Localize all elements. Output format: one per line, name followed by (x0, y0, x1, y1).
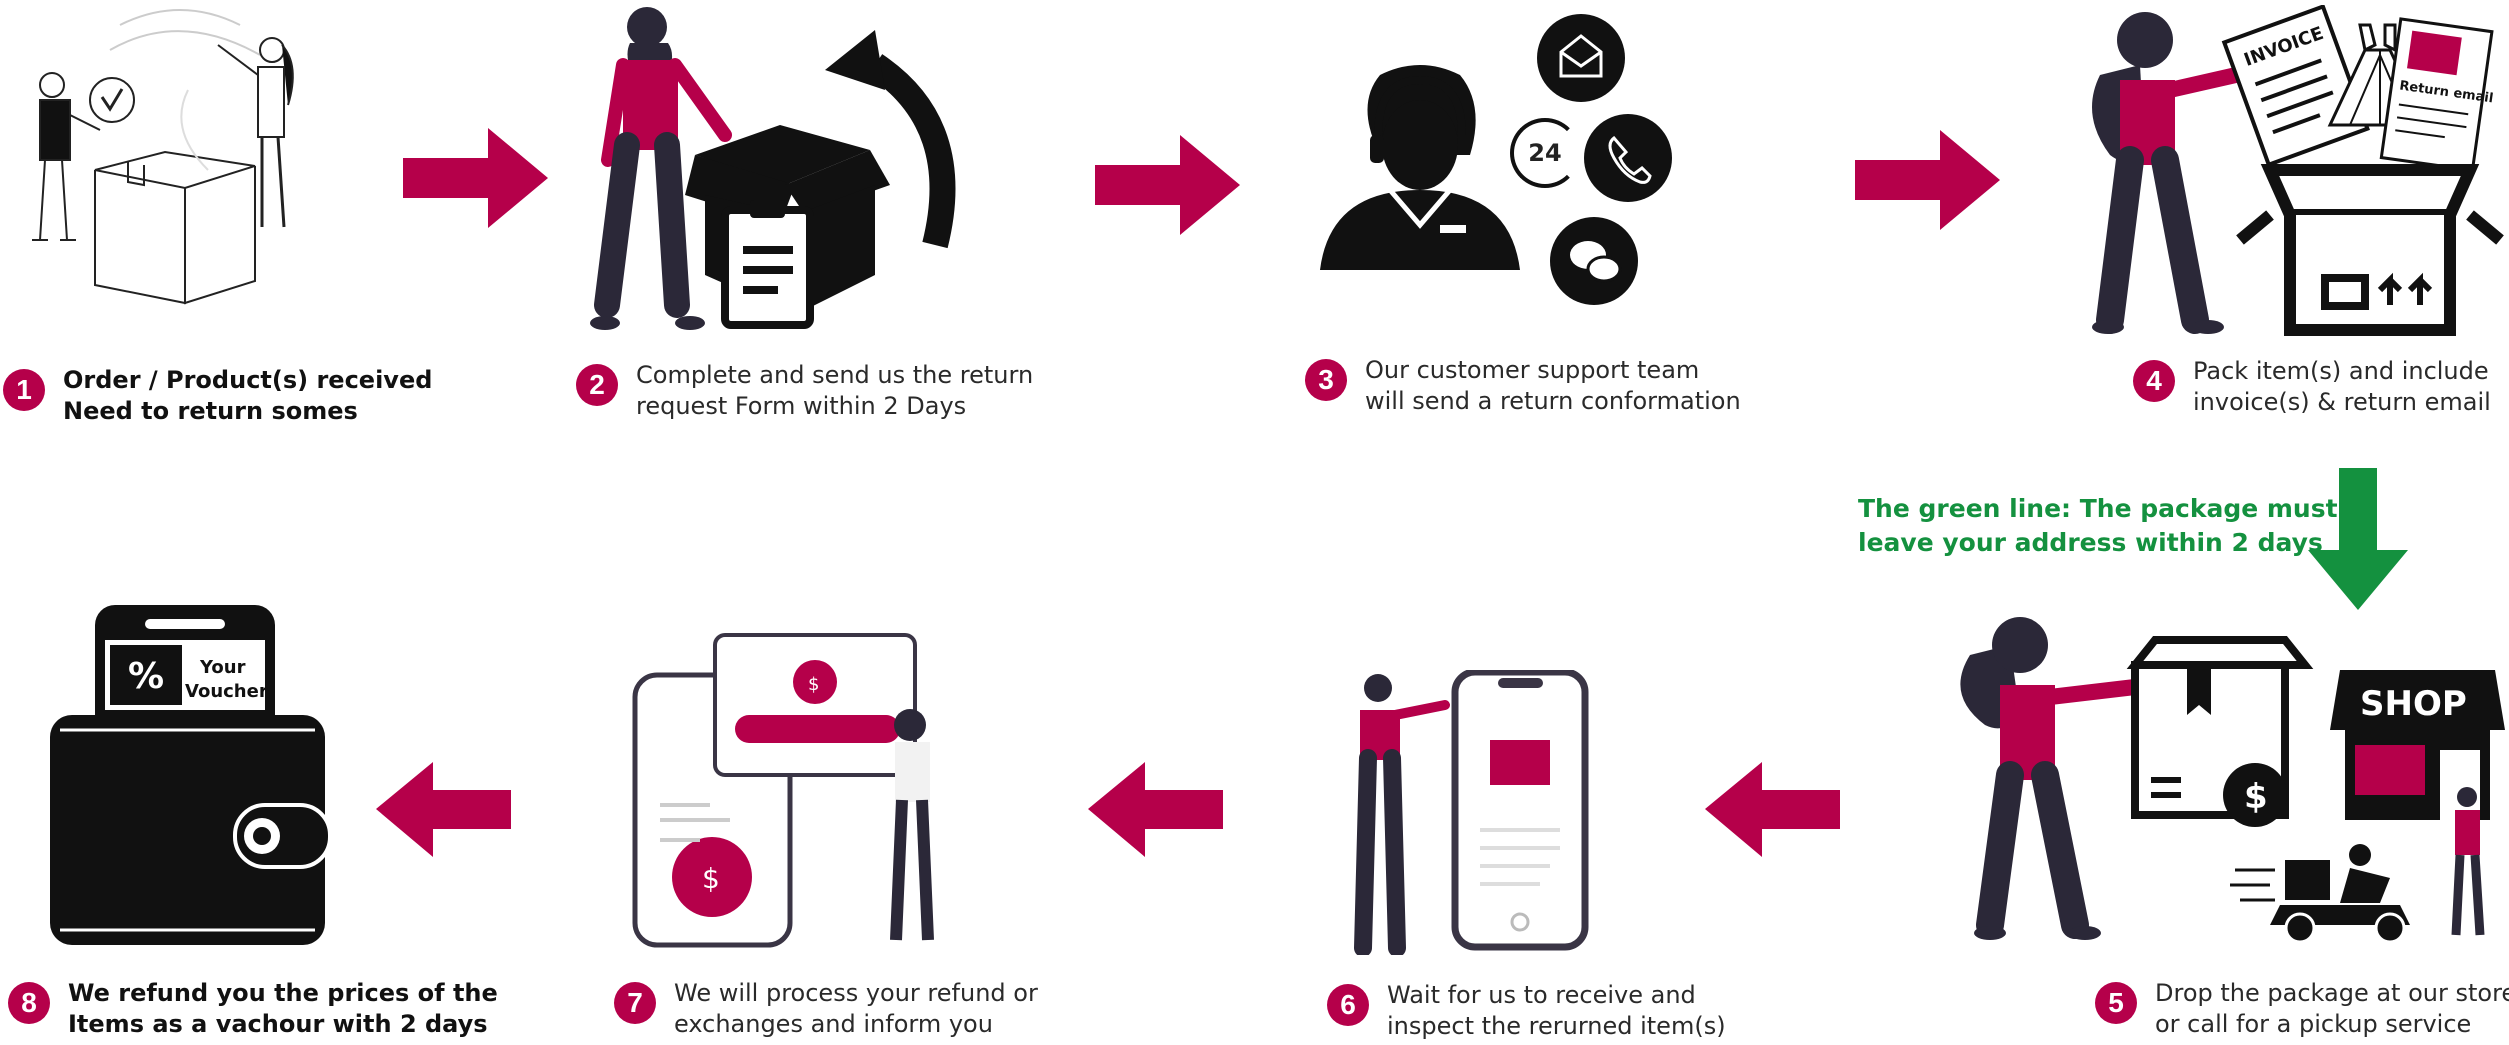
arrow-2-to-3 (1095, 135, 1240, 235)
svg-text:Voucher: Voucher (185, 681, 268, 702)
arrow-5-to-6 (1705, 762, 1840, 857)
arrow-1-to-2 (403, 128, 548, 228)
step-number-4: 4 (2133, 360, 2175, 402)
step-number-2: 2 (576, 364, 618, 406)
phone-icon (1584, 114, 1672, 202)
step-number-6: 6 (1327, 984, 1369, 1026)
invoice-document-icon: INVOICE Return email (2092, 5, 2494, 334)
step-number-7: 7 (614, 982, 656, 1024)
step-2: 2 Complete and send us the return reques… (576, 360, 1033, 422)
package-dollar-icon: $ (1960, 617, 2314, 940)
step-7-text: We will process your refund or exchanges… (674, 979, 1038, 1038)
svg-text:$: $ (2244, 777, 2268, 817)
step-3: 3 Our customer support team will send a … (1305, 355, 1741, 417)
voucher-icon: % Your Voucher (105, 640, 268, 710)
step-5: 5 Drop the package at our store or call … (2095, 978, 2509, 1040)
arrow-3-to-4 (1855, 130, 2000, 230)
open-box-return-icon (590, 7, 956, 330)
arrow-6-to-7 (1088, 762, 1223, 857)
refund-phones-icon: $ $ (632, 633, 934, 948)
step-number-8: 8 (8, 982, 50, 1024)
step-7: 7 We will process your refund or exchang… (614, 978, 1038, 1040)
svg-text:$: $ (702, 862, 720, 895)
step-6-text: Wait for us to receive and inspect the r… (1387, 981, 1726, 1040)
wallet-icon: % Your Voucher (50, 605, 332, 945)
step-3-text: Our customer support team will send a re… (1365, 356, 1741, 415)
svg-text:%: % (128, 656, 164, 697)
step-number-3: 3 (1305, 359, 1347, 401)
svg-text:Your: Your (199, 657, 246, 678)
arrow-7-to-8 (376, 762, 511, 857)
arrow-4-to-5 (2308, 468, 2408, 610)
green-line-note: The green line: The package must leave y… (1858, 494, 2338, 557)
svg-text:$: $ (808, 674, 819, 695)
step-1: 1 Order / Product(s) received Need to re… (3, 365, 432, 427)
step-2-text: Complete and send us the return request … (636, 361, 1034, 420)
support-agent-icon (1320, 65, 1520, 270)
envelope-icon (1537, 14, 1625, 102)
open-box-icon (2236, 164, 2504, 336)
step-number-1: 1 (3, 369, 45, 411)
step-8: 8 We refund you the prices of the Items … (8, 978, 498, 1040)
step-8-text: We refund you the prices of the Items as… (68, 979, 498, 1038)
step-6: 6 Wait for us to receive and inspect the… (1327, 980, 1726, 1042)
delivery-scooter-icon (2230, 844, 2410, 944)
delivery-illustration (32, 9, 294, 305)
step-1-text: Order / Product(s) received Need to retu… (63, 366, 433, 425)
smartphone-icon (1354, 670, 1589, 955)
step-4: 4 Pack item(s) and include invoice(s) & … (2133, 356, 2491, 418)
svg-text:SHOP: SHOP (2360, 684, 2467, 724)
chat-icon (1550, 217, 1638, 305)
step-5-text: Drop the package at our store or call fo… (2155, 979, 2509, 1038)
step-4-text: Pack item(s) and include invoice(s) & re… (2193, 357, 2491, 416)
step-number-5: 5 (2095, 982, 2137, 1024)
person-walking-icon (2451, 787, 2485, 936)
24h-icon: 24 (1510, 118, 1580, 188)
